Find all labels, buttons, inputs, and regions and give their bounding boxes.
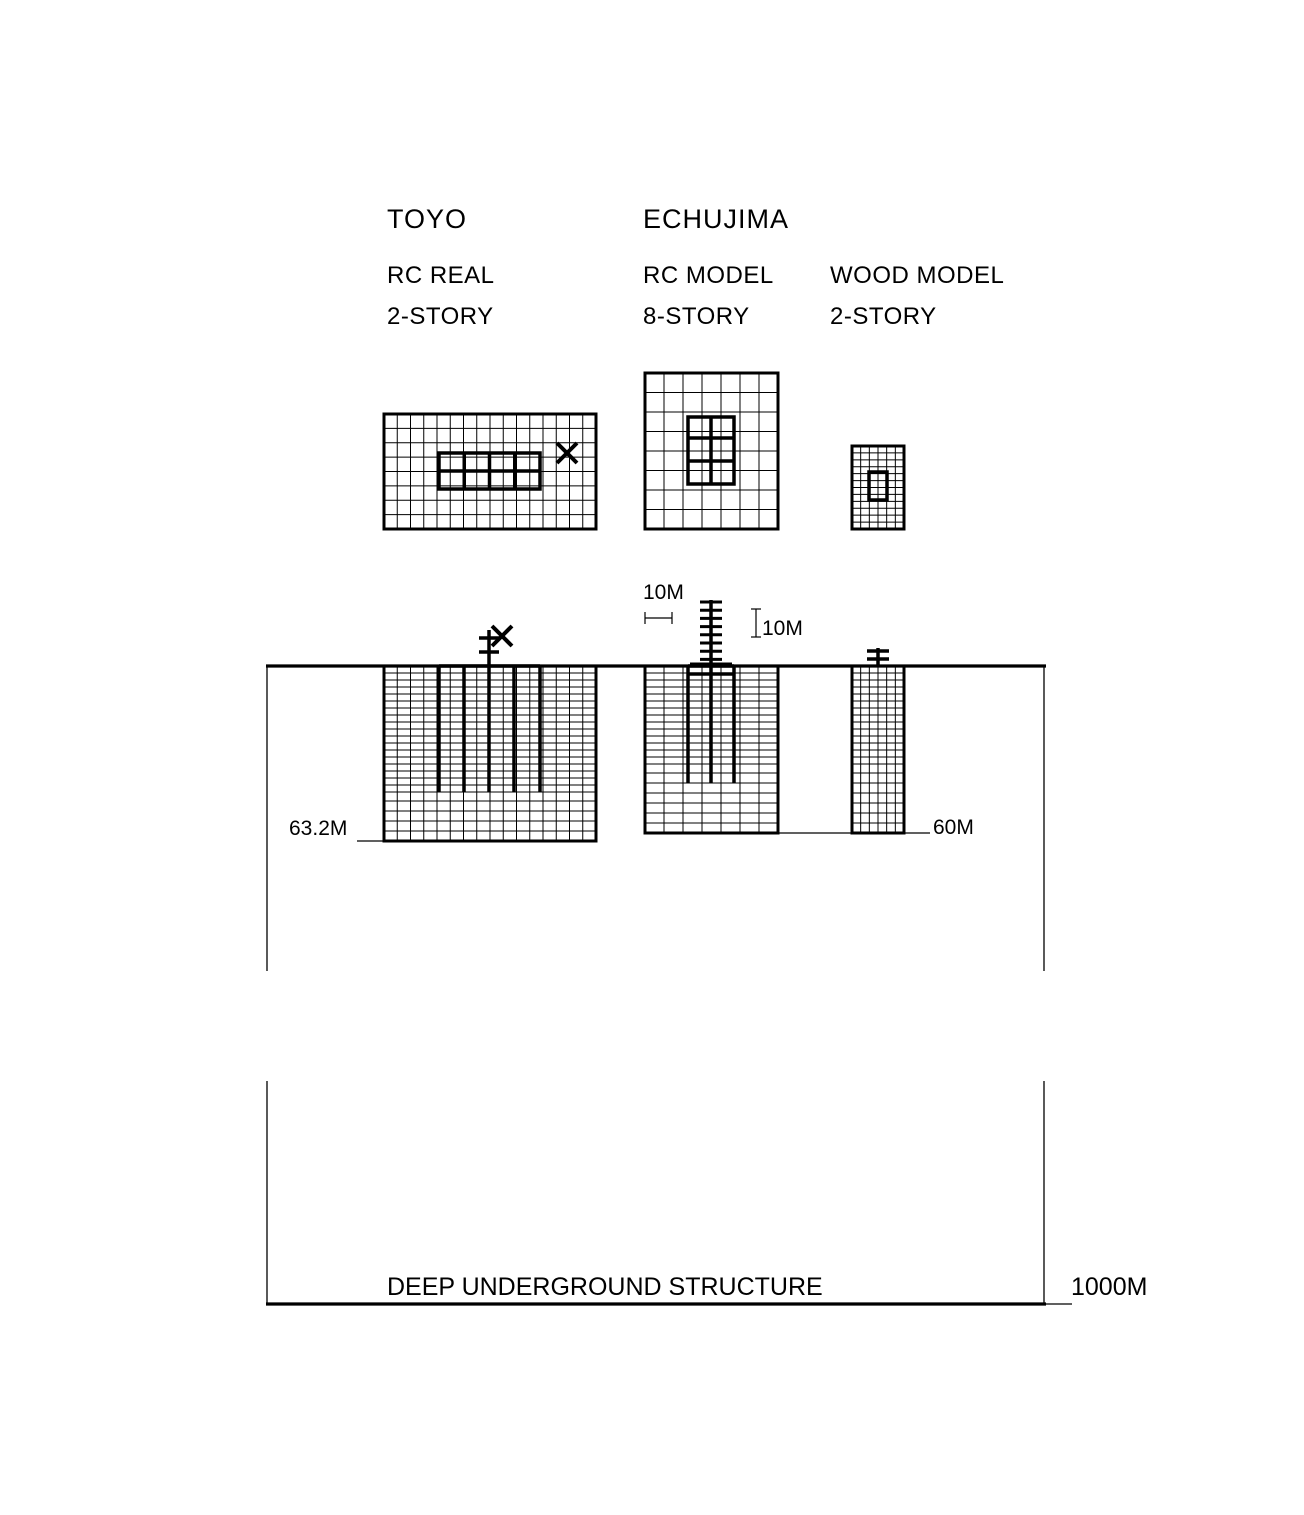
- scale-label-horizontal: 10M: [643, 581, 684, 604]
- story-label-rc-real: 2-STORY: [387, 303, 494, 330]
- plan-outline: [382, 412, 598, 531]
- section-view-toyo: [382, 624, 598, 843]
- story-label-wood-model: 2-STORY: [830, 303, 937, 330]
- observation-point-marker: [555, 441, 579, 465]
- plan-outline: [643, 371, 780, 531]
- plan-outline: [850, 444, 906, 531]
- plan-view-wood-model: [850, 444, 906, 531]
- model-label-rc-real: RC REAL: [387, 262, 495, 289]
- scale-bar-horizontal: [644, 612, 673, 624]
- building-footprint: [867, 470, 889, 502]
- section-view-rc-model: [643, 600, 780, 835]
- site-label-toyo: TOYO: [387, 204, 467, 234]
- story-label-rc-model: 8-STORY: [643, 303, 750, 330]
- plan-view-toyo: [382, 412, 598, 531]
- model-label-wood-model: WOOD MODEL: [830, 262, 1004, 289]
- observation-point-marker: [490, 624, 514, 648]
- scale-label-vertical: 10M: [762, 617, 803, 640]
- scale-bar-vertical: [751, 608, 761, 638]
- depth-label-deep: 1000M: [1071, 1273, 1147, 1301]
- section-view-wood-model: [850, 648, 906, 835]
- deep-structure-label: DEEP UNDERGROUND STRUCTURE: [387, 1273, 823, 1301]
- site-label-echujima: ECHUJIMA: [643, 204, 789, 234]
- model-label-rc-model: RC MODEL: [643, 262, 774, 289]
- depth-label-toyo: 63.2M: [289, 817, 347, 840]
- depth-label-echujima: 60M: [933, 816, 974, 839]
- plan-view-rc-model: [643, 371, 780, 531]
